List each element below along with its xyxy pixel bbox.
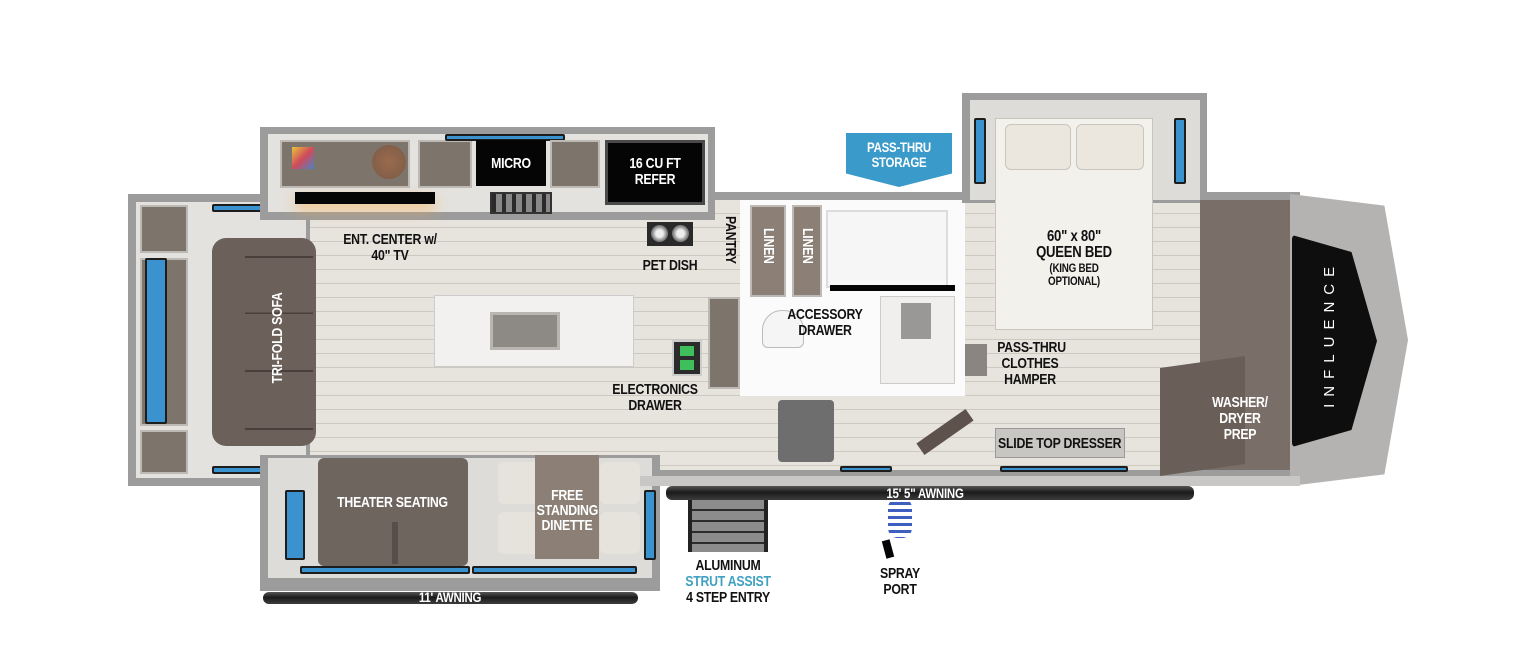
label-refer-1: 16 CU FT — [629, 155, 681, 172]
sofa-cushion-seams — [245, 256, 313, 430]
bath-vanity — [880, 296, 955, 384]
window-sofa — [145, 258, 167, 424]
label-pass-thru-storage-1: PASS-THRU — [867, 139, 931, 155]
spice-cabinet — [550, 140, 600, 188]
label-theater-seating: THEATER SEATING — [337, 494, 448, 511]
label-dinette-1: FREE — [551, 487, 583, 504]
spray-nozzle-icon — [881, 539, 895, 559]
label-linen-2: LINEN — [798, 228, 816, 264]
curbside-lower-wall — [640, 476, 1300, 486]
awning-slide — [263, 592, 638, 604]
window-bedroom-left — [974, 118, 986, 184]
label-spray-port-2: PORT — [883, 581, 917, 598]
label-entry-steps-3: 4 STEP ENTRY — [686, 589, 770, 606]
label-accessory-drawer-1: ACCESSORY — [787, 306, 863, 323]
tv-art — [292, 147, 314, 169]
label-bed-size: 60" x 80" — [1046, 228, 1101, 245]
label-linen-1: LINEN — [759, 228, 777, 264]
clothes-hamper — [965, 344, 987, 376]
dinette-chair — [498, 512, 538, 554]
label-pantry: PANTRY — [721, 216, 739, 264]
label-ent-center-2: 40" TV — [371, 247, 409, 264]
entry-steps — [688, 500, 768, 552]
label-electronics-drawer-2: DRAWER — [628, 397, 682, 414]
bowl-icon — [672, 225, 689, 242]
label-dinette-2: STANDING — [536, 502, 599, 519]
pass-thru-storage-callout — [846, 133, 952, 187]
label-micro: MICRO — [491, 155, 531, 172]
sofa-shelf-bottom — [140, 430, 188, 474]
dinette-chair — [498, 462, 538, 504]
speaker — [372, 145, 406, 179]
label-clothes-hamper-3: HAMPER — [1004, 371, 1056, 388]
label-awning-slide: 11' AWNING — [418, 589, 482, 605]
pet-dish — [647, 222, 693, 246]
toilet — [762, 310, 804, 348]
charging-icon — [680, 346, 694, 356]
label-entry-steps-2: STRUT ASSIST — [685, 573, 771, 590]
shower — [826, 210, 948, 288]
label-dinette-3: DINETTE — [541, 517, 593, 534]
linen-closet-2 — [792, 205, 822, 297]
label-ent-center-1: ENT. CENTER w/ — [343, 231, 437, 248]
label-bed-note-1: (KING BED — [1049, 261, 1099, 275]
window-dinette-right — [644, 490, 656, 560]
label-spray-port-1: SPRAY — [879, 565, 921, 582]
electronics-drawer — [672, 340, 702, 376]
sofa-shelf-top — [140, 205, 188, 253]
dinette-chair — [600, 512, 640, 554]
label-bed-note-2: OPTIONAL) — [1048, 274, 1100, 288]
label-awning-main: 15' 5" AWNING — [886, 485, 964, 501]
range-hood — [490, 192, 552, 214]
microwave — [476, 140, 546, 186]
spray-port-hose-icon — [888, 498, 912, 538]
label-clothes-hamper-1: PASS-THRU — [997, 339, 1066, 356]
awning-main — [666, 486, 1194, 500]
label-electronics-drawer-1: ELECTRONICS — [612, 381, 698, 398]
window-theater-floor — [300, 566, 470, 574]
bowl-icon — [651, 225, 668, 242]
label-washer-dryer-2: DRYER — [1219, 410, 1261, 427]
pillow — [1076, 124, 1144, 170]
window-dinette-floor — [472, 566, 637, 574]
dinette-table — [535, 455, 599, 559]
label-pet-dish: PET DISH — [642, 257, 698, 274]
window-sofa-top — [212, 204, 266, 212]
label-washer-dryer-3: PREP — [1223, 426, 1257, 443]
label-queen-bed: QUEEN BED — [1036, 244, 1112, 261]
window-hall — [840, 466, 892, 472]
vanity-sink — [901, 303, 931, 339]
shower-ledge — [830, 285, 955, 291]
pillow — [1005, 124, 1071, 170]
charging-icon — [680, 360, 694, 370]
sink — [490, 312, 560, 350]
label-washer-dryer-1: WASHER/ — [1212, 394, 1268, 411]
label-accessory-drawer-2: DRAWER — [798, 322, 852, 339]
entry-door — [778, 400, 834, 462]
theater-seat-divider — [392, 522, 398, 564]
window-dresser — [1000, 466, 1128, 472]
window-sofa-bottom — [212, 466, 266, 474]
pantry-cabinet — [708, 297, 740, 389]
cooktop-cabinet — [418, 140, 472, 188]
label-refer-2: REFER — [634, 171, 676, 188]
ent-center-tv — [295, 192, 435, 204]
brand-logo: INFLUENCE — [1321, 259, 1339, 408]
label-tri-fold-sofa: TRI-FOLD SOFA — [269, 292, 287, 384]
label-clothes-hamper-2: CLOTHES — [1001, 355, 1059, 372]
linen-closet-1 — [750, 205, 786, 297]
label-pass-thru-storage-2: STORAGE — [871, 154, 927, 170]
window-theater-left — [285, 490, 305, 560]
refrigerator — [605, 140, 705, 205]
dinette-chair — [600, 462, 640, 504]
label-slide-top-dresser: SLIDE TOP DRESSER — [998, 435, 1122, 452]
slide-top-dresser — [995, 428, 1125, 458]
label-entry-steps-1: ALUMINUM — [695, 557, 761, 574]
window-bedroom-right — [1174, 118, 1186, 184]
